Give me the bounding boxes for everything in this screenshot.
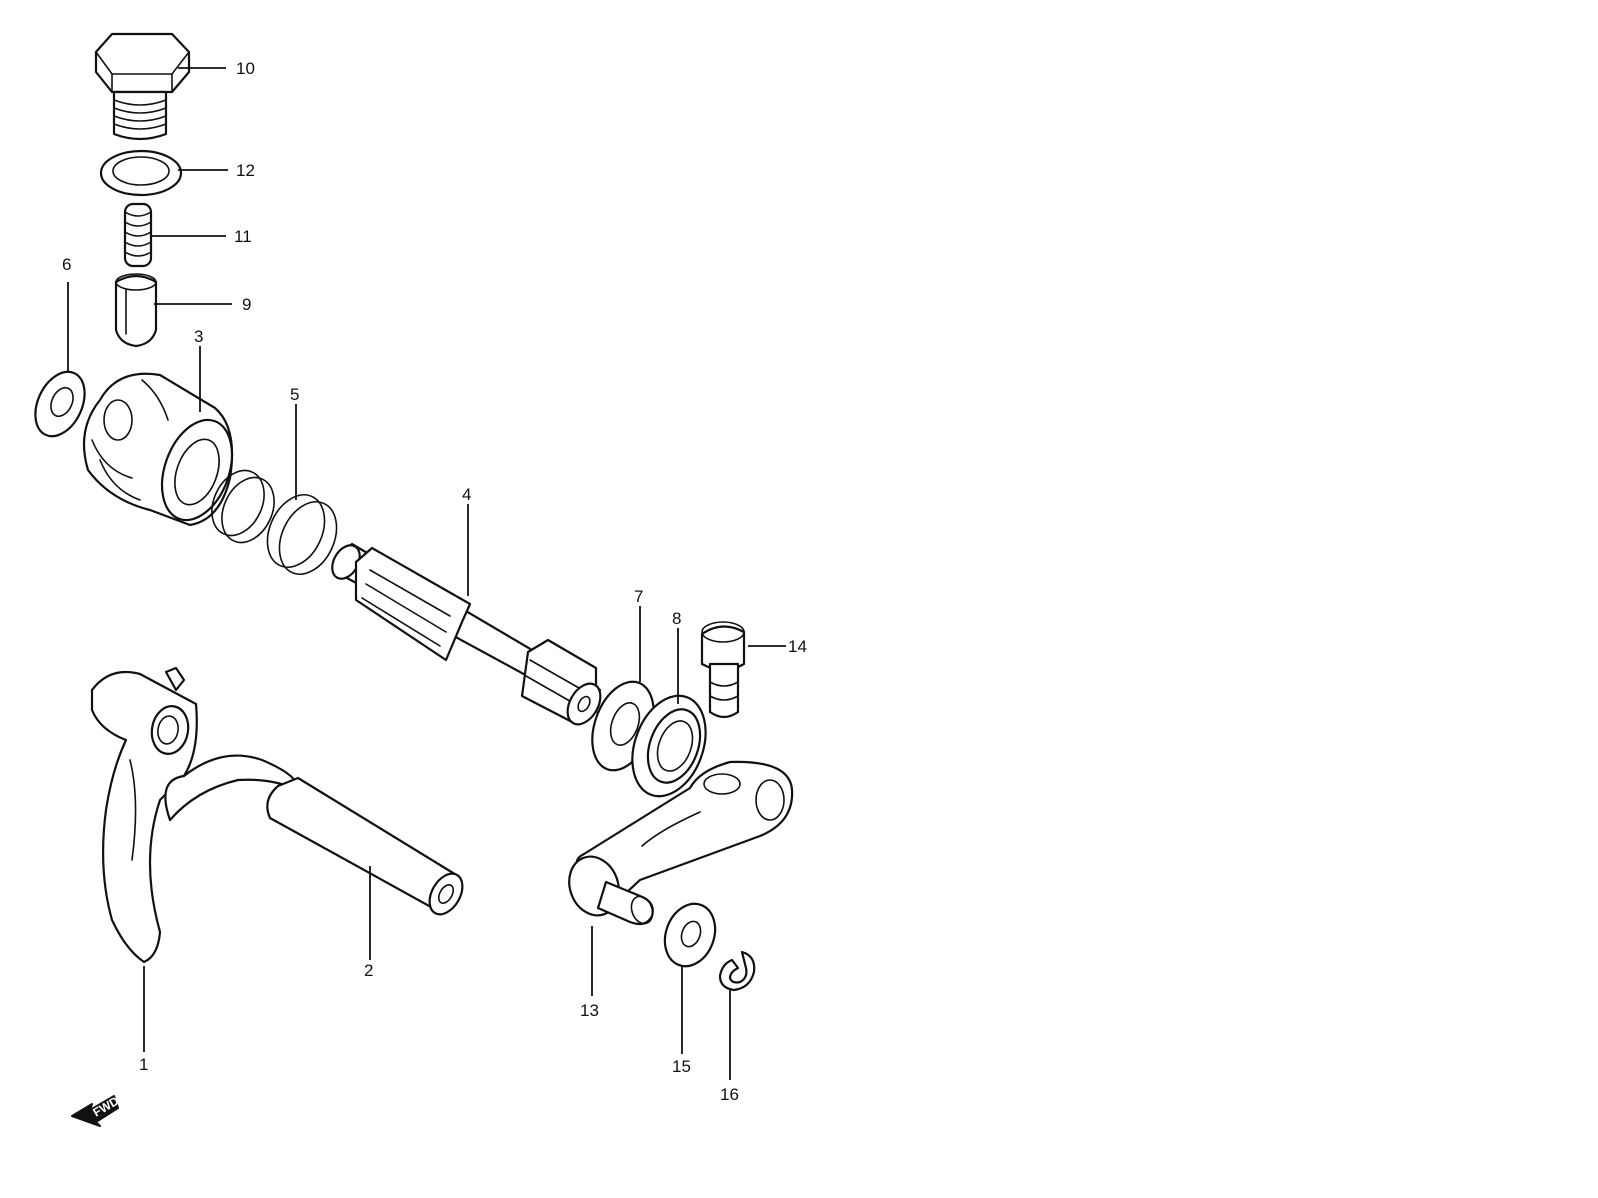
part-16-e-clip xyxy=(718,950,756,992)
callout-4: 4 xyxy=(462,485,471,504)
callout-3: 3 xyxy=(194,327,203,346)
callout-10: 10 xyxy=(236,59,255,78)
callout-labels: 10 12 11 9 6 3 5 4 7 8 14 13 15 16 2 1 xyxy=(62,59,807,1104)
leader-lines xyxy=(67,67,786,1080)
part-2-fork-shaft xyxy=(266,776,464,916)
part-9-detent-pin xyxy=(114,273,158,348)
part-11-spring xyxy=(123,202,153,268)
part-3-cam-drum xyxy=(82,372,234,527)
callout-1: 1 xyxy=(139,1055,148,1074)
callout-12: 12 xyxy=(236,161,255,180)
callout-5: 5 xyxy=(290,385,299,404)
callout-15: 15 xyxy=(672,1057,691,1076)
callout-7: 7 xyxy=(634,587,643,606)
callout-9: 9 xyxy=(242,295,251,314)
callout-16: 16 xyxy=(720,1085,739,1104)
part-13-shift-lever xyxy=(568,760,794,926)
part-15-washer xyxy=(663,902,717,968)
callout-2: 2 xyxy=(364,961,373,980)
part-1-shift-fork xyxy=(90,666,300,964)
callout-8: 8 xyxy=(672,609,681,628)
part-5-springs xyxy=(211,469,338,575)
fwd-direction-arrow: FWD xyxy=(71,1094,121,1127)
part-10-hex-bolt xyxy=(94,32,191,141)
callout-6: 6 xyxy=(62,255,71,274)
part-6-washer xyxy=(34,370,86,438)
part-4-shift-shaft xyxy=(331,542,602,726)
part-14-pin-bolt xyxy=(700,621,746,719)
callout-11: 11 xyxy=(234,227,252,246)
callout-14: 14 xyxy=(788,637,807,656)
callout-13: 13 xyxy=(580,1001,599,1020)
part-8-oil-seal xyxy=(631,694,707,798)
part-12-gasket-washer xyxy=(99,149,183,197)
